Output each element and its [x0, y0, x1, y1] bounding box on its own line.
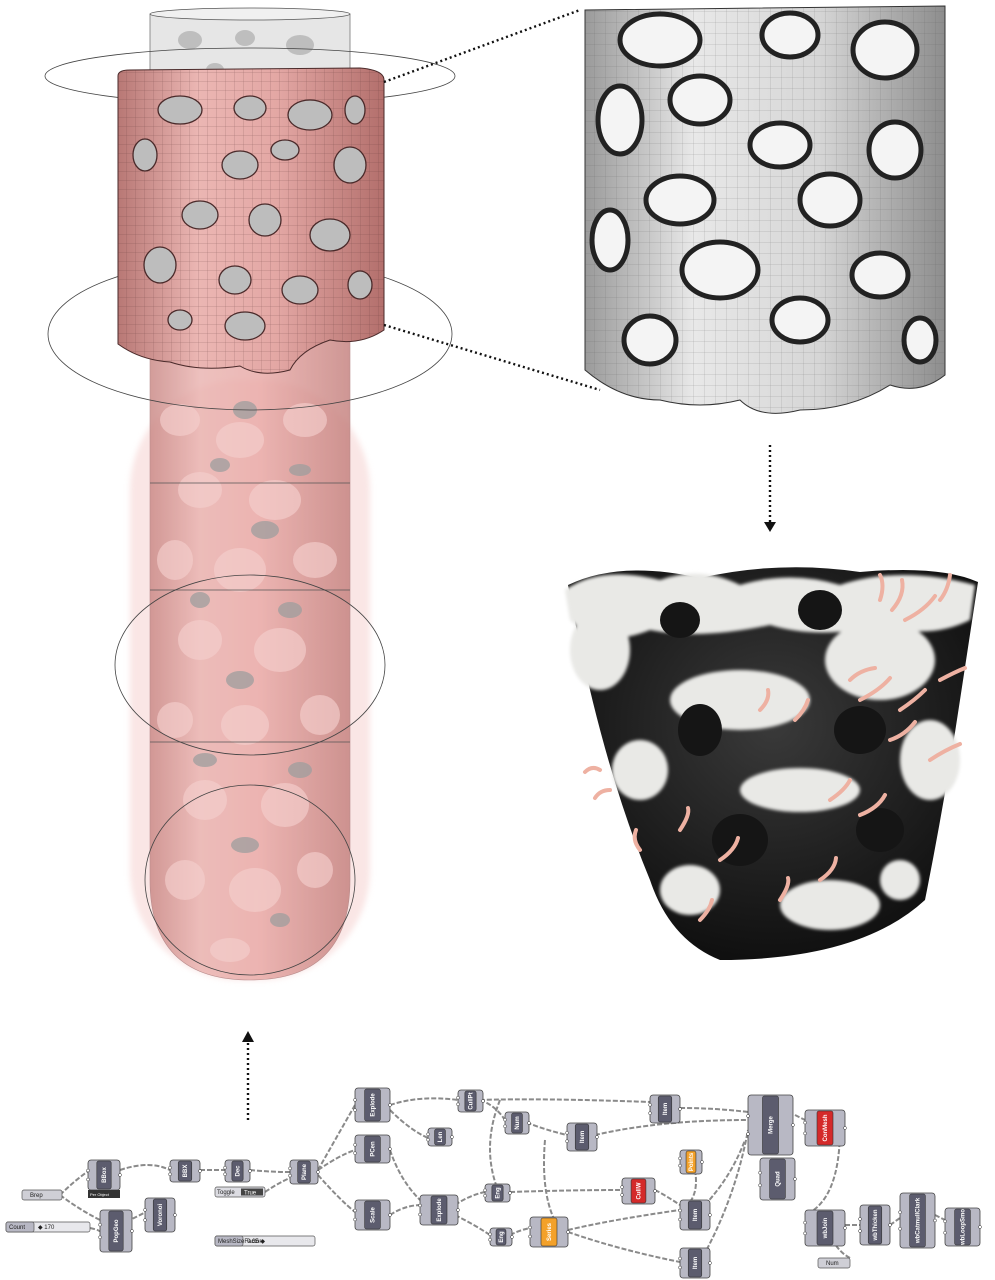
gh-popgeo-node[interactable]: PopGeo	[99, 1210, 134, 1252]
gh-quad-node[interactable]: Quad	[759, 1158, 797, 1200]
up-arrow-icon	[242, 1031, 254, 1042]
down-arrow-icon	[764, 522, 776, 532]
gh-conmesh-label: ConMesh	[823, 1114, 829, 1141]
gh-brep-label: Brep	[30, 1193, 43, 1199]
grown-specimen-photo	[565, 567, 978, 960]
gh-explode2-node[interactable]: Explode	[419, 1195, 460, 1225]
gh-cullpat-node[interactable]: CullPt	[457, 1090, 485, 1112]
gh-count-label: Count	[9, 1225, 25, 1231]
gh-explode1-label: Explode	[371, 1093, 377, 1117]
gh-plane-node[interactable]: Plane	[289, 1160, 320, 1184]
gh-len-label: Len	[438, 1131, 444, 1142]
gh-eng2-node[interactable]: Eng	[489, 1228, 514, 1246]
gh-count-node[interactable]: Count ◆ 170	[6, 1222, 90, 1232]
gh-num-node[interactable]: Num	[504, 1112, 531, 1134]
gh-cullw-node[interactable]: CullW	[621, 1178, 657, 1204]
gh-wbthicken-node[interactable]: wbThicken	[859, 1205, 892, 1245]
gh-len-node[interactable]: Len	[427, 1128, 454, 1146]
gh-item1-label: Item	[580, 1131, 586, 1143]
gh-explode2-label: Explode	[437, 1198, 443, 1222]
gh-eng2-label: Eng	[499, 1231, 505, 1243]
gh-conmesh-node[interactable]: ConMesh	[804, 1110, 847, 1146]
gh-bbx-node[interactable]: BBX	[169, 1160, 202, 1182]
gh-wbloop-label: wbLoopSmo	[961, 1209, 967, 1246]
gh-series-label: Series	[547, 1222, 553, 1241]
gh-series-node[interactable]: Series	[529, 1217, 570, 1247]
gh-item4-label: Item	[693, 1257, 699, 1269]
gh-scale-node[interactable]: Scale	[354, 1200, 392, 1230]
gh-voronoi-label: Voronoi	[158, 1204, 164, 1227]
gh-wbcatmull-label: wbCatmullClark	[916, 1197, 922, 1244]
gh-item1-node[interactable]: Item	[566, 1123, 599, 1151]
gh-wbloop-node[interactable]: wbLoopSmo	[944, 1208, 982, 1246]
gh-dec-label: Dec	[236, 1165, 242, 1177]
gh-bbox-label: BBox	[102, 1167, 108, 1183]
gh-cullw-label: CullW	[637, 1182, 643, 1199]
gh-brep-node[interactable]: Brep	[22, 1190, 62, 1200]
gh-item4-node[interactable]: Item	[679, 1248, 712, 1278]
mesh-closeup	[585, 6, 945, 413]
gh-plane-label: Plane	[302, 1163, 308, 1180]
gh-popgeo-label: PopGeo	[114, 1219, 120, 1242]
gh-wbcatmull-node[interactable]: wbCatmullClark	[899, 1193, 937, 1248]
tube-model	[20, 8, 455, 980]
gh-dec-node[interactable]: Dec	[224, 1160, 252, 1182]
gh-bbx-label: BBX	[183, 1165, 189, 1178]
gh-toggle-value: True	[244, 1191, 257, 1197]
gh-points-node[interactable]: Points	[679, 1150, 704, 1174]
gh-merge-node[interactable]: Merge	[747, 1095, 795, 1155]
gh-voronoi-node[interactable]: Voronoi	[144, 1198, 177, 1232]
gh-cullpat-label: CullPt	[469, 1092, 475, 1109]
gh-wbjoin-node[interactable]: wbJoin	[804, 1210, 847, 1246]
gh-item2-label: Item	[663, 1103, 669, 1115]
gh-bbox-sublabel: Per Object	[90, 1192, 110, 1197]
gh-explode1-node[interactable]: Explode	[354, 1088, 392, 1122]
gh-eng1-label: Eng	[496, 1187, 502, 1199]
gh-pcen-label: PCen	[371, 1141, 377, 1157]
gh-meshsize-value: 0.65 ◆	[247, 1239, 265, 1245]
gh-numparam-node[interactable]: Num	[818, 1258, 850, 1268]
gh-count-value: ◆ 170	[38, 1225, 55, 1231]
gh-points-label: Points	[689, 1152, 695, 1171]
gh-num-label: Num	[515, 1116, 521, 1129]
gh-item3-node[interactable]: Item	[679, 1200, 712, 1230]
gh-scale-label: Scale	[371, 1207, 377, 1223]
gh-quad-label: Quad	[776, 1171, 782, 1187]
gh-item2-node[interactable]: Item	[649, 1095, 682, 1123]
gh-toggle-label: Toggle	[217, 1190, 235, 1196]
gh-wbjoin-label: wbJoin	[823, 1217, 829, 1239]
gh-pcen-node[interactable]: PCen	[354, 1135, 392, 1163]
gh-merge-label: Merge	[769, 1116, 775, 1134]
gh-toggle-node[interactable]: Toggle True	[215, 1187, 265, 1197]
gh-eng1-node[interactable]: Eng	[484, 1184, 512, 1202]
gh-item3-label: Item	[693, 1209, 699, 1221]
gh-wbthicken-label: wbThicken	[873, 1209, 879, 1241]
gh-numparam-label: Num	[826, 1261, 839, 1267]
